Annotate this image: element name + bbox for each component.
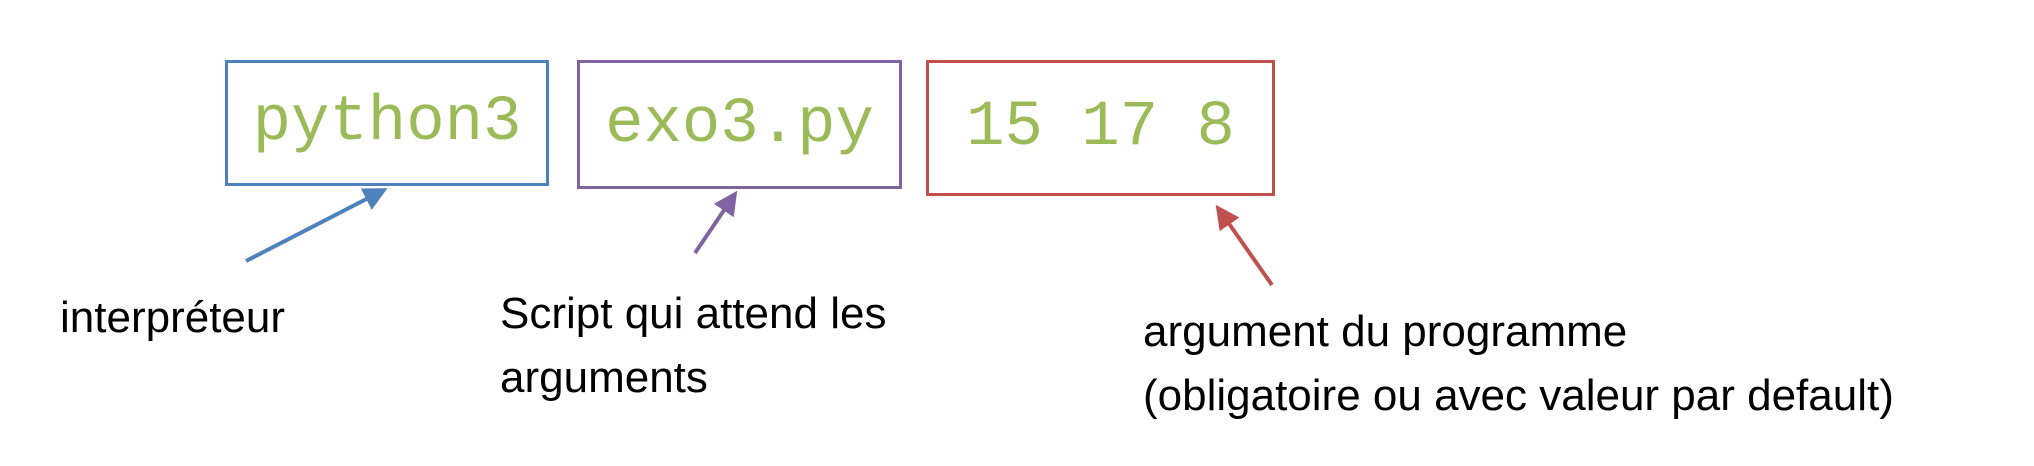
- interpreter-box: python3: [225, 60, 549, 186]
- arguments-label-line-2: (obligatoire ou avec valeur par default): [1143, 371, 1894, 420]
- arguments-command-text: 15 17 8: [966, 92, 1235, 164]
- script-label: Script qui attend les arguments: [500, 282, 886, 410]
- arguments-arrow: [1215, 204, 1274, 287]
- script-command-text: exo3.py: [605, 88, 874, 161]
- arguments-box: 15 17 8: [926, 60, 1275, 196]
- script-arrow: [693, 190, 738, 255]
- script-box: exo3.py: [577, 60, 902, 189]
- interpreter-label-text: interpréteur: [60, 293, 286, 342]
- script-label-line-1: Script qui attend les: [500, 289, 887, 338]
- interpreter-arrow: [245, 188, 388, 263]
- arguments-label-line-1: argument du programme: [1143, 307, 1628, 356]
- script-label-line-2: arguments: [500, 353, 708, 402]
- interpreter-command-text: python3: [252, 87, 522, 159]
- interpreter-label: interpréteur: [60, 286, 285, 350]
- arguments-label: argument du programme (obligatoire ou av…: [1143, 300, 1894, 428]
